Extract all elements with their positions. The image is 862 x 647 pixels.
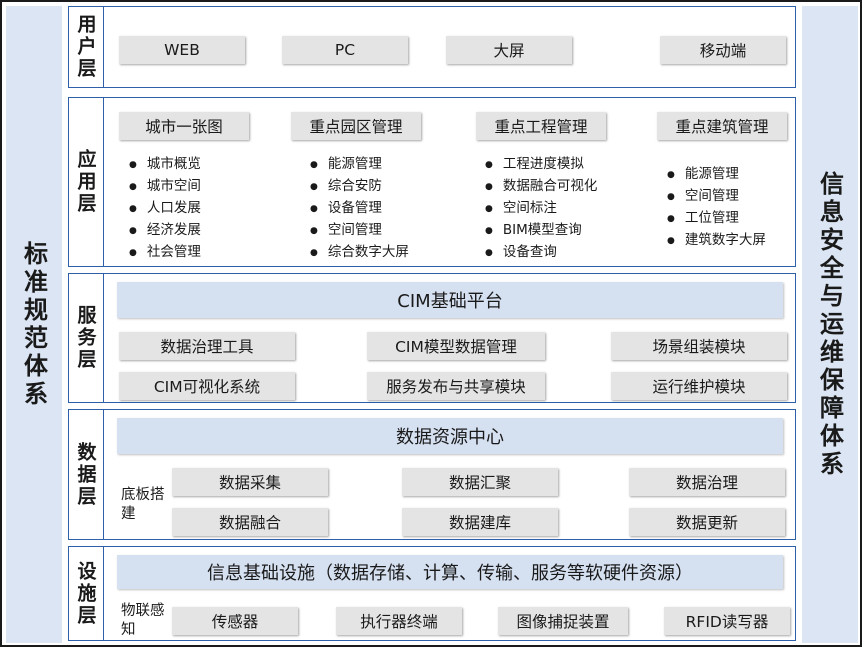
service-module: 数据治理工具	[119, 332, 295, 360]
service-module: CIM模型数据管理	[367, 332, 545, 360]
user-layer-label: 用户层	[74, 14, 97, 80]
list-item: 设备管理	[310, 198, 409, 220]
application-layer-label-cell: 应用层	[69, 98, 104, 266]
list-item: 经济发展	[129, 220, 201, 242]
infrastructure-layer: 设施层 信息基础设施（数据存储、计算、传输、服务等软硬件资源） 物联感知 传感器…	[68, 546, 796, 641]
app-header-park-management: 重点园区管理	[291, 112, 421, 140]
user-item-big-screen: 大屏	[446, 36, 572, 64]
data-module: 数据建库	[402, 508, 558, 536]
data-module: 数据更新	[629, 508, 785, 536]
user-item-mobile: 移动端	[660, 36, 786, 64]
infrastructure-layer-label: 设施层	[74, 560, 97, 627]
list-item: 空间管理	[667, 186, 766, 208]
security-ops-system-band: 信息安全与运维保障体系	[802, 6, 858, 643]
cim-platform-bar: CIM基础平台	[117, 282, 783, 318]
service-module: 场景组装模块	[611, 332, 787, 360]
service-module: 服务发布与共享模块	[367, 372, 545, 400]
list-item: 综合安防	[310, 176, 409, 198]
infrastructure-layer-label-cell: 设施层	[69, 547, 104, 640]
list-item: 空间标注	[485, 198, 597, 220]
user-item-pc: PC	[282, 36, 408, 64]
list-item: 能源管理	[310, 154, 409, 176]
list-item: 社会管理	[129, 242, 201, 264]
infra-device: RFID读写器	[664, 607, 790, 635]
data-layer-label-cell: 数据层	[69, 410, 104, 539]
app-header-project-management: 重点工程管理	[476, 112, 606, 140]
service-layer: 服务层 CIM基础平台 数据治理工具 CIM模型数据管理 场景组装模块 CIM可…	[68, 273, 796, 403]
data-layer-body: 数据资源中心 底板搭建 数据采集 数据汇聚 数据治理 数据融合 数据建库 数据更…	[109, 414, 791, 536]
data-module: 数据采集	[172, 468, 328, 496]
service-layer-body: CIM基础平台 数据治理工具 CIM模型数据管理 场景组装模块 CIM可视化系统…	[109, 278, 791, 400]
app-list-city-map: 城市概览 城市空间 人口发展 经济发展 社会管理	[129, 154, 201, 264]
list-item: 空间管理	[310, 220, 409, 242]
app-header-city-map: 城市一张图	[119, 112, 249, 140]
service-module: 运行维护模块	[611, 372, 787, 400]
list-item: 工程进度模拟	[485, 154, 597, 176]
list-item: 工位管理	[667, 208, 766, 230]
user-layer: 用户层 WEB PC 大屏 移动端	[68, 6, 796, 88]
app-header-building-management: 重点建筑管理	[657, 112, 787, 140]
security-ops-system-label: 信息安全与运维保障体系	[815, 170, 844, 479]
list-item: 设备查询	[485, 242, 597, 264]
infra-device: 执行器终端	[336, 607, 462, 635]
list-item: 城市空间	[129, 176, 201, 198]
infrastructure-layer-body: 信息基础设施（数据存储、计算、传输、服务等软硬件资源） 物联感知 传感器 执行器…	[109, 551, 791, 638]
data-layer-label: 数据层	[74, 441, 97, 508]
data-sublabel: 底板搭建	[121, 487, 165, 522]
list-item: 建筑数字大屏	[667, 230, 766, 252]
data-module: 数据融合	[172, 508, 328, 536]
list-item: 能源管理	[667, 164, 766, 186]
user-item-web: WEB	[119, 36, 245, 64]
service-layer-label: 服务层	[74, 305, 97, 371]
list-item: 数据融合可视化	[485, 176, 598, 198]
infra-device: 传感器	[172, 607, 298, 635]
data-module: 数据汇聚	[402, 468, 558, 496]
data-module: 数据治理	[629, 468, 785, 496]
app-list-building-management: 能源管理 空间管理 工位管理 建筑数字大屏	[667, 164, 766, 252]
list-item: 城市概览	[129, 154, 201, 176]
application-layer: 应用层 城市一张图 重点园区管理 重点工程管理 重点建筑管理 城市概览 城市空间…	[68, 97, 796, 267]
user-layer-body: WEB PC 大屏 移动端	[109, 11, 791, 83]
infra-sublabel: 物联感知	[121, 603, 165, 638]
data-resource-center-bar: 数据资源中心	[117, 418, 783, 454]
service-module: CIM可视化系统	[119, 372, 295, 400]
standards-system-band: 标准规范体系	[6, 6, 62, 643]
data-layer: 数据层 数据资源中心 底板搭建 数据采集 数据汇聚 数据治理 数据融合 数据建库…	[68, 409, 796, 540]
app-list-park-management: 能源管理 综合安防 设备管理 空间管理 综合数字大屏	[310, 154, 409, 264]
infra-device: 图像捕捉装置	[498, 607, 628, 635]
app-list-project-management: 工程进度模拟 数据融合可视化 空间标注 BIM模型查询 设备查询	[485, 154, 598, 264]
application-layer-body: 城市一张图 重点园区管理 重点工程管理 重点建筑管理 城市概览 城市空间 人口发…	[109, 102, 791, 262]
list-item: 人口发展	[129, 198, 201, 220]
list-item: BIM模型查询	[485, 220, 597, 242]
list-item: 综合数字大屏	[310, 242, 409, 264]
service-layer-label-cell: 服务层	[69, 274, 104, 402]
info-infrastructure-bar: 信息基础设施（数据存储、计算、传输、服务等软硬件资源）	[117, 555, 783, 589]
user-layer-label-cell: 用户层	[69, 7, 104, 87]
standards-system-label: 标准规范体系	[19, 240, 48, 409]
application-layer-label: 应用层	[74, 149, 97, 215]
